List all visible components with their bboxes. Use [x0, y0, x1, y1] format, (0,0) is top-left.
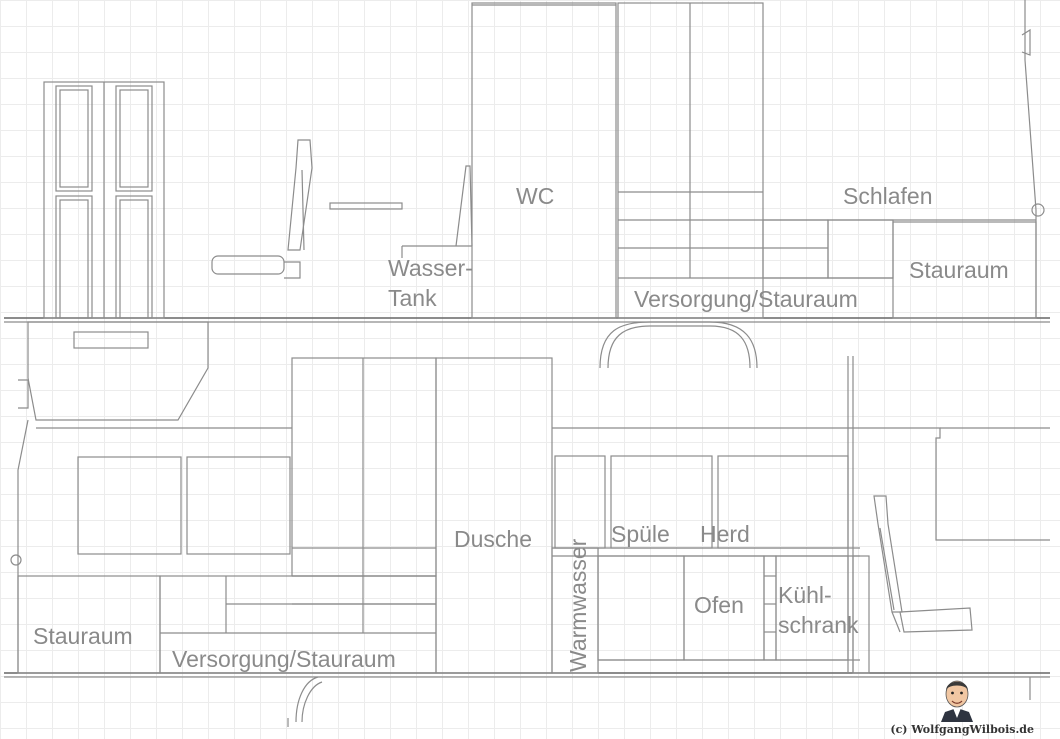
label-wasser-tank-line1: Wasser-	[388, 255, 473, 281]
wc-cabinet	[471, 2, 617, 319]
right-wall-top	[1024, 0, 1037, 318]
bottom-section	[4, 321, 1050, 727]
label-stauraum-top: Stauraum	[909, 257, 1009, 283]
label-kuehlschrank-line2: schrank	[778, 612, 859, 638]
tall-cabinet-bottom	[291, 357, 437, 633]
label-warmwasser: Warmwasser	[565, 538, 591, 672]
author-avatar-icon	[941, 680, 973, 722]
credit-text: (c) WolfgangWilbois.de	[890, 723, 1034, 736]
label-versorgung-top: Versorgung/Stauraum	[634, 286, 858, 312]
wheel-arch-bottom	[295, 676, 319, 723]
label-schlafen: Schlafen	[843, 183, 933, 209]
table	[329, 202, 403, 210]
cab-overhang	[10, 321, 209, 673]
label-dusche: Dusche	[454, 526, 532, 552]
label-wc: WC	[516, 183, 555, 209]
top-section	[4, 0, 1050, 369]
window-mid	[186, 456, 291, 555]
label-stauraum-bottom: Stauraum	[33, 623, 133, 649]
label-spuele: Spüle	[611, 521, 670, 547]
label-wasser-tank-line2: Tank	[388, 285, 437, 311]
label-herd: Herd	[700, 521, 750, 547]
window-left	[77, 456, 182, 555]
kitchen-block	[552, 356, 870, 674]
seat-top	[211, 139, 313, 279]
wheel-arch-top	[599, 321, 758, 369]
label-ofen: Ofen	[694, 592, 744, 618]
tall-cabinet-top	[617, 2, 893, 319]
water-tank	[401, 165, 473, 258]
label-versorgung-bottom: Versorgung/Stauraum	[172, 646, 396, 672]
wardrobe-doors	[43, 81, 165, 319]
shower-cabinet	[435, 357, 553, 674]
right-side-bottom	[860, 427, 1050, 541]
seat-bottom	[873, 495, 973, 633]
label-kuehlschrank-line1: Kühl-	[778, 582, 832, 608]
